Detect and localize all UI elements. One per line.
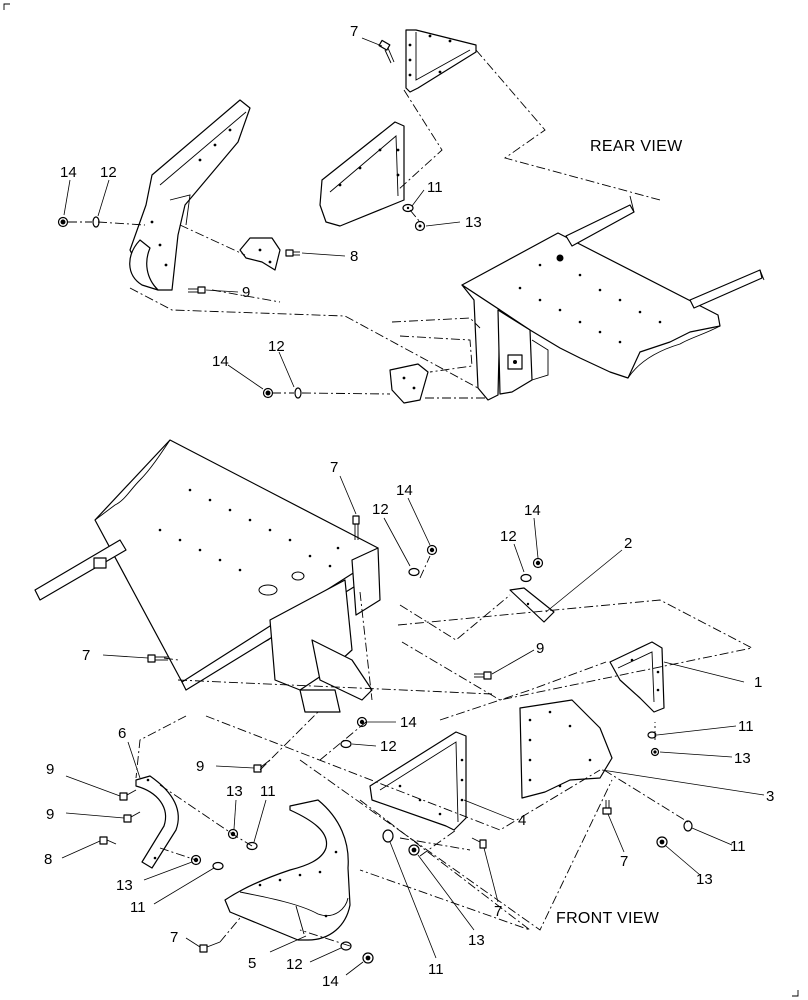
callout-front-2: 2 [624,535,632,552]
callout-front-12-b: 12 [500,528,517,545]
callout-front-7-r: 7 [494,903,502,920]
callout-front-14-a: 14 [396,482,413,499]
callout-rear-12-top: 12 [100,164,117,181]
callout-rear-7: 7 [350,23,358,40]
callout-rear-13: 13 [465,214,482,231]
callout-front-1: 1 [754,674,762,691]
callout-front-7-left: 7 [82,647,90,664]
rear-washer-11 [402,203,414,213]
callout-rear-9: 9 [242,284,250,301]
front-frame [34,439,381,713]
callout-front-14-b: 14 [524,502,541,519]
callout-front-13-m: 13 [226,783,243,800]
callout-rear-14-bot: 14 [212,353,229,370]
rear-small-plate [389,363,429,404]
callout-rear-11: 11 [427,179,443,196]
front-bracket-4 [369,731,467,831]
callout-front-11-m: 11 [260,783,276,800]
callout-front-9-b: 9 [46,806,54,823]
front-view-group: 7 12 14 12 14 2 7 9 1 14 12 9 11 13 6 3 … [34,439,774,990]
callout-front-13-rr: 13 [696,871,713,888]
callout-front-13-l: 13 [116,877,133,894]
rear-bolt-7 [378,39,395,64]
rear-view-group: 7 14 12 11 13 8 9 14 12 REAR VIEW [57,23,765,404]
rear-bolt-9 [188,286,206,294]
front-bracket-1 [609,641,665,713]
callout-front-12-bot: 12 [286,956,303,973]
front-view-label: FRONT VIEW [556,910,660,927]
callout-rear-14-top: 14 [60,164,77,181]
rear-bolt-8 [285,249,300,257]
front-leaders [61,475,765,976]
front-plate-2 [509,587,555,623]
rear-construction-lines [68,49,661,399]
front-construction-lines [135,555,754,947]
callout-front-9-mid: 9 [536,640,544,657]
front-plate-3 [519,699,613,799]
rear-triangle-bracket [405,29,477,93]
callout-front-7-bot: 7 [170,929,178,946]
rear-leaders [63,37,461,390]
corner-marks [3,3,799,997]
rear-washer-12-bot [294,387,302,399]
rear-nut-14-top [57,216,69,228]
rear-strap [239,237,281,271]
front-strap-6 [135,775,179,869]
callout-front-11-l: 11 [130,899,146,916]
callout-front-9-low: 9 [196,758,204,775]
callout-front-13-b: 13 [468,932,485,949]
rear-nut-14-bot [262,387,274,399]
callout-front-11-rr: 11 [730,838,746,855]
callout-front-4: 4 [518,812,526,829]
rear-frame [461,195,765,401]
callout-front-11-r: 11 [738,718,754,735]
callout-front-11-bot: 11 [428,961,444,978]
rear-view-label: REAR VIEW [590,138,683,155]
rear-angled-shield [319,121,405,227]
callout-front-7-mid: 7 [620,853,628,870]
rear-nut-13 [414,220,426,232]
callout-front-12-c: 12 [380,738,397,755]
callout-rear-8: 8 [350,248,358,265]
callout-front-3: 3 [766,788,774,805]
callout-front-13-r: 13 [734,750,751,767]
callout-front-14-bot: 14 [322,973,339,990]
callout-front-9-a: 9 [46,761,54,778]
callout-front-8: 8 [44,851,52,868]
callout-rear-12-bot: 12 [268,338,285,355]
callout-front-6: 6 [118,725,126,742]
callout-front-12-a: 12 [372,501,389,518]
callout-front-7-top: 7 [330,459,338,476]
callout-front-5: 5 [248,955,256,972]
front-shield-5 [224,799,351,941]
callout-front-14-c: 14 [400,714,417,731]
rear-large-shield [129,99,251,291]
